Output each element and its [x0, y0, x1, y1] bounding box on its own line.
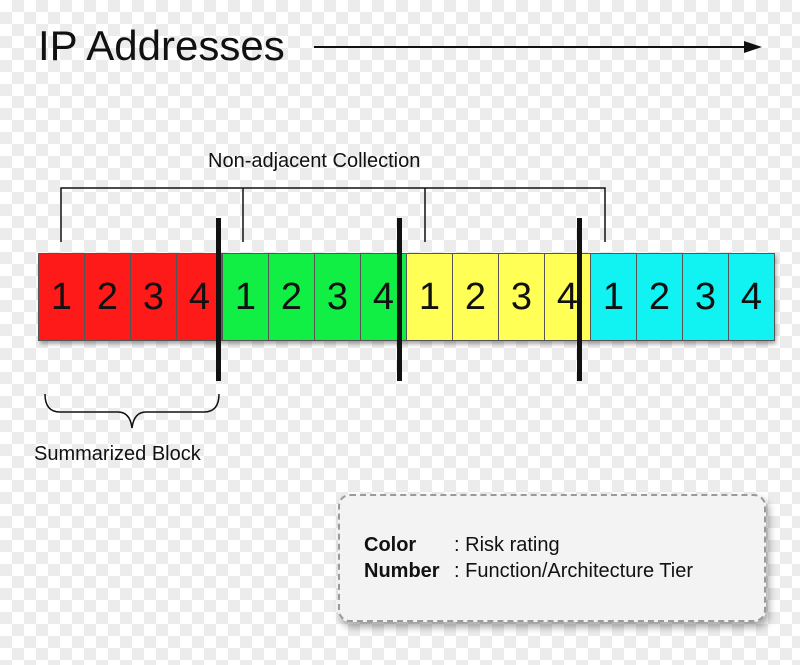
block-1-cell-3: 3 — [130, 253, 177, 341]
block-1-cell-2: 2 — [84, 253, 131, 341]
legend-key-color: Color — [364, 534, 417, 556]
non-adjacent-collection-label: Non-adjacent Collection — [208, 150, 421, 172]
block-1-cell-1: 1 — [38, 253, 85, 341]
block-4-cell-2: 2 — [636, 253, 683, 341]
non-adjacent-bracket — [60, 187, 606, 242]
block-3-cell-2: 2 — [452, 253, 499, 341]
diagram-title: IP Addresses — [38, 22, 285, 69]
summarized-block-label: Summarized Block — [34, 443, 201, 465]
legend-value-color: Risk rating — [465, 534, 560, 556]
block-1-cell-4: 4 — [176, 253, 223, 341]
block-2-cell-3: 3 — [314, 253, 361, 341]
block-4-cell-3: 3 — [682, 253, 729, 341]
block-2-cell-1: 1 — [222, 253, 269, 341]
legend-sep-number: : — [454, 560, 460, 582]
block-3-cell-4: 4 — [544, 253, 591, 341]
block-3-cell-3: 3 — [498, 253, 545, 341]
legend-row-color: Color: Risk rating — [364, 534, 560, 557]
summarized-brace — [44, 393, 220, 429]
arrow-right-icon — [314, 41, 762, 53]
legend-box: Color: Risk rating Number: Function/Arch… — [338, 494, 766, 622]
legend-key-number: Number — [364, 560, 440, 582]
legend-sep-color: : — [454, 534, 460, 556]
block-divider-2 — [397, 218, 402, 381]
block-4-cell-1: 1 — [590, 253, 637, 341]
block-divider-1 — [216, 218, 221, 381]
ip-address-strip: 1 2 3 4 1 2 3 4 1 2 3 4 1 2 3 4 — [38, 253, 775, 341]
legend-value-number: Function/Architecture Tier — [465, 560, 693, 582]
block-4-cell-4: 4 — [728, 253, 775, 341]
block-divider-3 — [577, 218, 582, 381]
legend-row-number: Number: Function/Architecture Tier — [364, 560, 693, 583]
block-2-cell-2: 2 — [268, 253, 315, 341]
block-3-cell-1: 1 — [406, 253, 453, 341]
